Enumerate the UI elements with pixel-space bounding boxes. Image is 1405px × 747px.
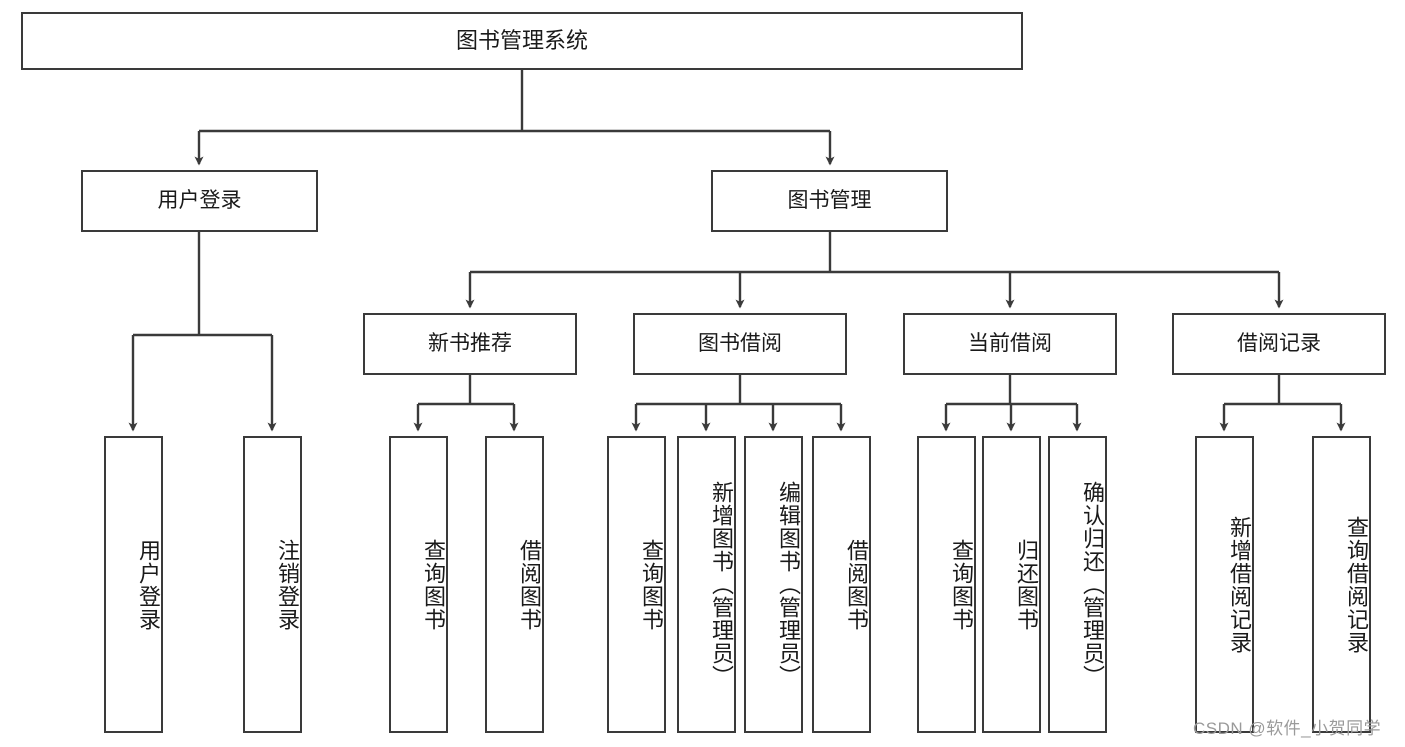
node-user-login[interactable]: 用户登录 <box>81 170 318 232</box>
node-leaf-return-book-label: 归还图书 <box>1014 538 1039 631</box>
node-root[interactable]: 图书管理系统 <box>21 12 1023 70</box>
node-leaf-edit-book-admin[interactable]: 编辑图书（管理员） <box>744 436 803 733</box>
node-leaf-borrow-query-book-label: 查询图书 <box>639 538 664 631</box>
node-user-login-label: 用户登录 <box>157 188 242 212</box>
node-leaf-borrow-book[interactable]: 借阅图书 <box>812 436 871 733</box>
node-leaf-recommend-query-book-label: 查询图书 <box>421 538 446 631</box>
node-leaf-borrow-query-book[interactable]: 查询图书 <box>607 436 666 733</box>
node-leaf-add-borrow-record[interactable]: 新增借阅记录 <box>1195 436 1254 733</box>
node-leaf-borrow-book-label: 借阅图书 <box>844 538 869 631</box>
node-leaf-recommend-query-book[interactable]: 查询图书 <box>389 436 448 733</box>
node-leaf-current-query-book-label: 查询图书 <box>949 538 974 631</box>
node-leaf-return-book[interactable]: 归还图书 <box>982 436 1041 733</box>
node-new-book-recommend-label: 新书推荐 <box>428 331 512 355</box>
node-book-borrow-label: 图书借阅 <box>698 331 782 355</box>
node-book-management-label: 图书管理 <box>787 188 872 212</box>
node-root-label: 图书管理系统 <box>455 28 588 54</box>
node-borrow-record[interactable]: 借阅记录 <box>1172 313 1386 375</box>
node-book-borrow[interactable]: 图书借阅 <box>633 313 847 375</box>
node-leaf-add-book-admin[interactable]: 新增图书（管理员） <box>677 436 736 733</box>
node-leaf-add-book-admin-label: 新增图书（管理员） <box>709 481 734 688</box>
node-leaf-query-borrow-record-label: 查询借阅记录 <box>1344 515 1369 654</box>
node-leaf-user-login[interactable]: 用户登录 <box>104 436 163 733</box>
node-current-borrow-label: 当前借阅 <box>968 331 1052 355</box>
watermark: CSDN @软件_小贺同学 <box>1193 719 1382 738</box>
node-leaf-user-login-label: 用户登录 <box>136 538 161 631</box>
node-leaf-confirm-return-admin[interactable]: 确认归还（管理员） <box>1048 436 1107 733</box>
node-leaf-logout[interactable]: 注销登录 <box>243 436 302 733</box>
node-leaf-recommend-borrow-book-label: 借阅图书 <box>517 538 542 631</box>
node-leaf-edit-book-admin-label: 编辑图书（管理员） <box>776 481 801 688</box>
node-leaf-recommend-borrow-book[interactable]: 借阅图书 <box>485 436 544 733</box>
node-current-borrow[interactable]: 当前借阅 <box>903 313 1117 375</box>
node-leaf-query-borrow-record[interactable]: 查询借阅记录 <box>1312 436 1371 733</box>
node-leaf-logout-label: 注销登录 <box>275 538 300 631</box>
node-new-book-recommend[interactable]: 新书推荐 <box>363 313 577 375</box>
node-leaf-current-query-book[interactable]: 查询图书 <box>917 436 976 733</box>
node-borrow-record-label: 借阅记录 <box>1237 331 1321 355</box>
node-book-management[interactable]: 图书管理 <box>711 170 948 232</box>
node-leaf-add-borrow-record-label: 新增借阅记录 <box>1227 515 1252 654</box>
node-leaf-confirm-return-admin-label: 确认归还（管理员） <box>1080 481 1105 688</box>
